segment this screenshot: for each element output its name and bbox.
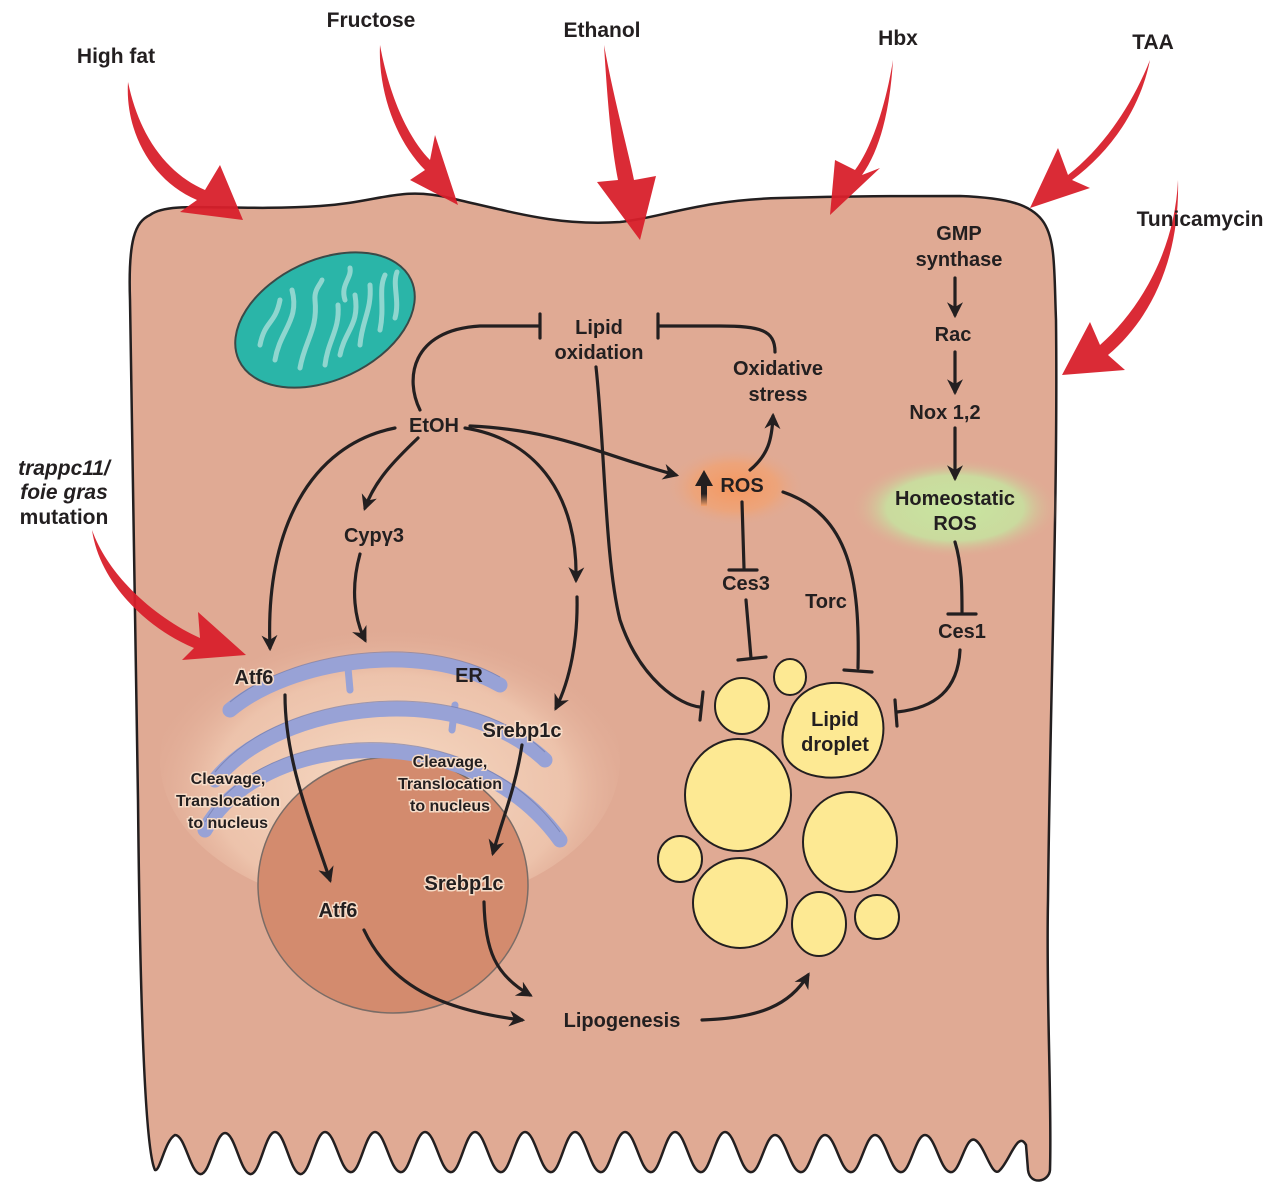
node-cleavage-left-l2: Translocation <box>176 793 280 810</box>
node-ces3: Ces3 <box>722 573 770 595</box>
node-gmp-synthase-l2: synthase <box>916 249 1003 271</box>
label-taa: TAA <box>1132 31 1174 54</box>
node-cleavage-right-l1: Cleavage, <box>413 754 488 771</box>
tunicamycin-arrow <box>1062 180 1179 375</box>
node-ros: ROS <box>720 475 763 497</box>
label-tunicamycin: Tunicamycin <box>1137 208 1264 231</box>
mutation-arrow <box>92 530 246 660</box>
node-lipid-droplet-l1: Lipid <box>811 709 859 731</box>
pathway-edges <box>261 276 978 1027</box>
endoplasmic-reticulum <box>197 652 568 848</box>
node-torc: Torc <box>805 591 847 613</box>
external-factor-labels: High fat Fructose Ethanol Hbx TAA Tunica… <box>18 9 1263 529</box>
stress-arrows <box>92 45 1179 660</box>
node-labels: Lipid oxidation Oxidative stress EtOH RO… <box>174 223 1015 1032</box>
node-lipogenesis: Lipogenesis <box>564 1010 681 1032</box>
ros-glow <box>665 447 805 527</box>
label-mutation-line3: mutation <box>20 506 109 529</box>
node-cyp: Cypγ3 <box>344 525 404 547</box>
main-lipid-droplet <box>781 681 885 779</box>
node-homeostatic-ros-l2: ROS <box>933 513 976 535</box>
node-cleavage-left-l1: Cleavage, <box>191 771 266 788</box>
node-cleavage-left-l3: to nucleus <box>188 815 268 832</box>
node-atf6-er: Atf6 <box>235 667 274 689</box>
hbx-arrow <box>830 60 893 215</box>
node-ces1: Ces1 <box>938 621 986 643</box>
node-lipid-droplet-l2: droplet <box>801 734 869 756</box>
node-oxidative-stress-l1: Oxidative <box>733 358 823 380</box>
label-mutation-line1: trappc11/ <box>18 457 112 480</box>
label-hbx: Hbx <box>878 27 918 50</box>
label-high-fat: High fat <box>77 45 155 68</box>
node-srebp-er: Srebp1c <box>483 720 562 742</box>
node-srebp-nucleus: Srebp1c <box>425 873 504 895</box>
label-ethanol: Ethanol <box>564 19 641 42</box>
ethanol-arrow <box>597 45 656 240</box>
node-nox: Nox 1,2 <box>909 402 980 424</box>
node-etoh: EtOH <box>409 415 459 437</box>
high-fat-arrow <box>127 82 243 220</box>
node-cleavage-right-l2: Translocation <box>398 776 502 793</box>
fructose-arrow <box>379 45 458 205</box>
node-rac: Rac <box>935 324 972 346</box>
node-gmp-synthase-l1: GMP <box>936 223 982 245</box>
node-lipid-oxidation-l2: oxidation <box>555 342 644 364</box>
label-mutation-line2: foie gras <box>20 481 108 504</box>
node-atf6-nucleus: Atf6 <box>319 900 358 922</box>
taa-arrow <box>1030 60 1150 208</box>
node-homeostatic-ros-l1: Homeostatic <box>895 488 1015 510</box>
node-er: ER <box>455 665 483 687</box>
label-fructose: Fructose <box>327 9 416 32</box>
mitochondrion <box>234 251 416 389</box>
node-cleavage-right-l3: to nucleus <box>410 798 490 815</box>
homeostatic-ros-glow <box>850 458 1060 558</box>
node-lipid-oxidation-l1: Lipid <box>575 317 623 339</box>
increase-arrow-icon <box>695 470 713 506</box>
node-oxidative-stress-l2: stress <box>749 384 808 406</box>
lipid-droplet-cluster <box>657 658 900 957</box>
